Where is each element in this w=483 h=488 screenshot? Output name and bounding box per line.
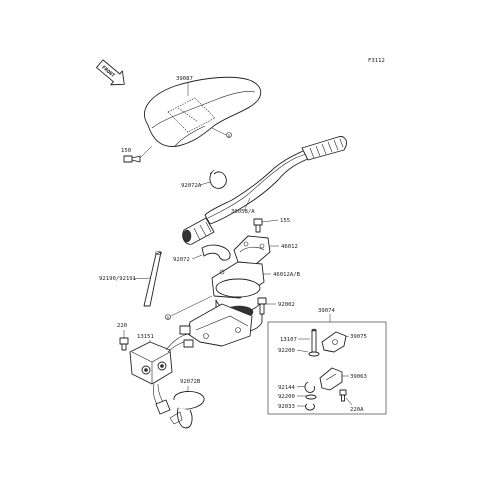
washer-92200b: [305, 394, 317, 400]
callout-throttle-group: 39074: [318, 308, 335, 314]
handlebar-pad: [144, 76, 262, 147]
callout-clamp-92072b: 92072B: [180, 379, 201, 385]
callout-bolt-155: 155: [280, 218, 290, 224]
marker-a-2: a: [167, 315, 170, 320]
clamp-92072a: [209, 169, 227, 189]
lever-39075: [321, 331, 347, 353]
callout-pad: 39087: [176, 76, 193, 82]
callout-screw-220: 220: [117, 323, 127, 329]
washer-92200a: [308, 351, 320, 357]
callout-washer-92200a: 92200: [278, 348, 295, 354]
figure-code: F3112: [368, 58, 385, 64]
screw-220a: [339, 389, 347, 402]
callout-clamp-92072a: 92072A: [181, 183, 202, 189]
marker-a-1: a: [228, 133, 231, 138]
switch-13151: [129, 325, 194, 415]
callout-tube: 92190/92191: [99, 276, 136, 282]
callout-holder-46012: 46012: [281, 244, 298, 250]
callout-screw-220a: 220A: [350, 407, 364, 413]
callout-bolt-92002: 92002: [278, 302, 295, 308]
lever-39063: [319, 367, 343, 391]
callout-ring-92033: 92033: [278, 404, 295, 410]
throttle-group-box: [267, 321, 387, 415]
front-arrow-icon: FRONT: [96, 59, 125, 86]
holder-46012ab: [187, 261, 265, 347]
callout-bolt-150: 150: [121, 148, 131, 154]
holder-46012: [233, 235, 271, 265]
callout-clamp-92072: 92072: [173, 257, 190, 263]
ring-92033: [305, 403, 315, 411]
callout-ring-92144: 92144: [278, 385, 295, 391]
pin-13107: [311, 328, 317, 353]
bolt-150: [123, 155, 141, 163]
callout-handlebar: 39058/A: [231, 209, 255, 215]
handlebar: [182, 136, 347, 245]
tube: [143, 251, 162, 307]
bolt-92002: [257, 297, 267, 315]
callout-washer-92200b: 92200: [278, 394, 295, 400]
bolt-155: [253, 218, 263, 233]
callout-lever-39063: 39063: [350, 374, 367, 380]
screw-220: [119, 337, 129, 351]
callout-lever-39075: 39075: [350, 334, 367, 340]
ring-92144: [304, 381, 315, 393]
callout-pin-13107: 13107: [280, 337, 297, 343]
callout-holder-46012ab: 46012A/B: [273, 272, 301, 278]
callout-switch: 13151: [137, 334, 154, 340]
clamp-92072b: [169, 391, 205, 429]
clamp-92072: [201, 244, 231, 261]
